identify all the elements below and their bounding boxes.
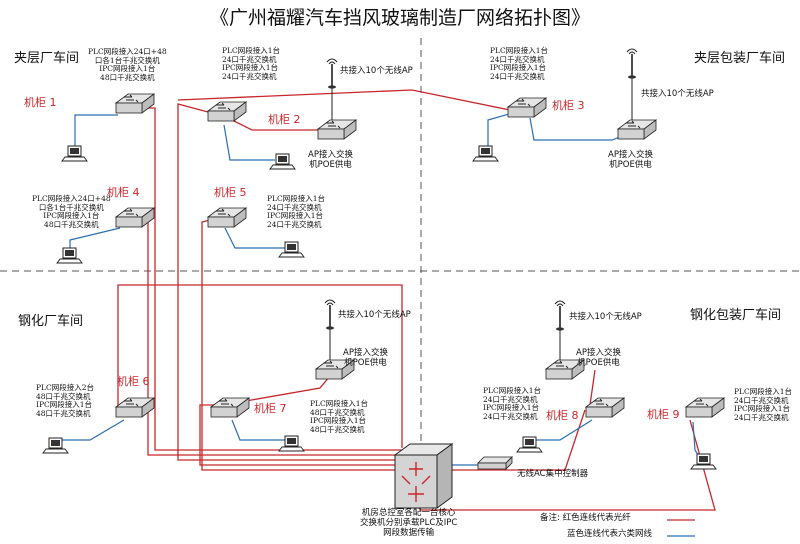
ac-controller-icon [477,456,513,470]
cat6-link-c5-pc [224,227,285,249]
ap-label-2: 共接入10个无线AP [641,89,714,99]
switch-note-c4: PLC网段接入24口+48 口各1台千兆交换机 IPC网段接入1台 48口千兆交… [32,194,111,229]
switch-note-c5: PLC网段接入1台 24口千兆交换机 IPC网段接入1台 24口千兆交换机 [267,194,326,229]
fiber-link-c8-ap [589,369,596,406]
poe-label-c8: AP接入交换 机POE供电 [576,348,621,368]
fiber-link-c8 [450,409,586,471]
switch-c7 [210,397,250,418]
switch-note-c8: PLC网段接入1台 24口千兆交换机 IPC网段接入1台 24口千兆交换机 [483,386,542,421]
area-label-temper-pack: 钢化包装厂车间 [690,308,782,323]
pc-icon-c9 [690,453,717,470]
fiber-link-c6 [117,284,403,448]
core-switch-icon [393,443,454,509]
switch-c9 [685,397,725,418]
switch-c3 [507,97,547,118]
poe-label-c2: AP接入交换 机POE供电 [308,150,353,170]
cat6-link-c4-pc [69,227,121,252]
core-switch-label: 机房总控室各配一台核心 交换机分别承载PLC及IPC 网段数据传输 [360,508,458,538]
switch-note-c1: PLC网段接入24口+48 口各1台千兆交换机 IPC网段接入1台 48口千兆交… [88,47,167,82]
legend-fiber: 备注: 红色连线代表光纤 [540,513,631,523]
area-label-temper-workshop: 钢化厂车间 [18,314,84,329]
ap-label-3: 共接入10个无线AP [338,310,411,320]
switch-note-c6: PLC网段接入2台 48口千兆交换机 IPC网段接入1台 48口千兆交换机 [36,383,95,418]
pc-icon-c4 [56,247,83,264]
cabinet-label-9: 机柜 9 [647,408,680,421]
switch-note-c2: PLC网段接入1台 24口千兆交换机 IPC网段接入1台 24口千兆交换机 [222,46,281,81]
switch-note-c9: PLC网段接入1台 24口千兆交换机 IPC网段接入1台 24口千兆交换机 [734,387,793,422]
pc-icon-c2 [269,153,296,170]
switch-c8 [585,397,625,418]
fiber-link-c3 [177,89,511,111]
cabinet-label-8: 机柜 8 [546,409,579,422]
fiber-link-c7-ap [239,375,331,403]
pc-icon-c3 [472,145,499,162]
poe-label-c3: AP接入交换 机POE供电 [608,150,653,170]
cat6-link-c8-pc [530,419,593,441]
pc-icon-c1 [61,145,88,162]
cabinet-label-3: 机柜 3 [552,99,585,112]
diagram-title: 《广州福耀汽车挡风玻璃制造厂网络拓扑图》 [209,7,590,29]
poe-switch-c2 [317,119,357,140]
cabinet-label-4: 机柜 4 [107,186,140,199]
cabinet-label-5: 机柜 5 [214,186,247,199]
cat6-link-c1-pc [74,114,118,148]
cabinet-label-7: 机柜 7 [254,402,287,415]
cat6-link-c7-pc [231,419,290,441]
fiber-link-c2-ap [231,119,318,131]
ap-label-4: 共接入10个无线AP [569,312,642,322]
pc-icon-c5 [278,241,305,258]
poe-switch-c3 [617,119,657,140]
cabinet-label-1: 机柜 1 [24,96,57,109]
wireless-ap-icon-1 [326,58,338,90]
ap-label-1: 共接入10个无线AP [340,66,413,76]
ac-controller-label: 无线AC集中控制器 [517,469,589,479]
cabinet-label-2: 机柜 2 [268,113,301,126]
legend-cat6: 蓝色连线代表六类网线 [567,529,653,539]
poe-label-c7: AP接入交换 机POE供电 [343,348,388,368]
switch-c5 [207,207,247,228]
pc-icon-c7 [278,435,305,452]
fiber-link-c7 [199,404,404,466]
switch-c1 [115,93,155,114]
pc-icon-c8 [516,436,543,453]
wireless-ap-icon-3 [324,299,336,331]
area-label-mezz-workshop: 夹层厂车间 [14,51,80,66]
cat6-link-c6-pc [60,419,125,441]
wireless-ap-icon-4 [554,300,566,332]
wireless-ap-icon-2 [626,48,638,80]
cabinet-label-6: 机柜 6 [117,375,150,388]
cat6-link-c3-pc [487,111,517,150]
switch-note-c7: PLC网段接入1台 48口千兆交换机 IPC网段接入1台 48口千兆交换机 [310,399,369,434]
cat6-link-c3-ap [529,117,633,141]
switch-c2 [207,101,247,122]
fiber-link-c2 [177,103,404,461]
cat6-link-c2-pc [223,124,275,161]
switch-note-c3: PLC网段接入1台 24口千兆交换机 IPC网段接入1台 24口千兆交换机 [490,46,549,81]
area-label-mezz-pack: 夹层包装厂车间 [694,51,786,66]
